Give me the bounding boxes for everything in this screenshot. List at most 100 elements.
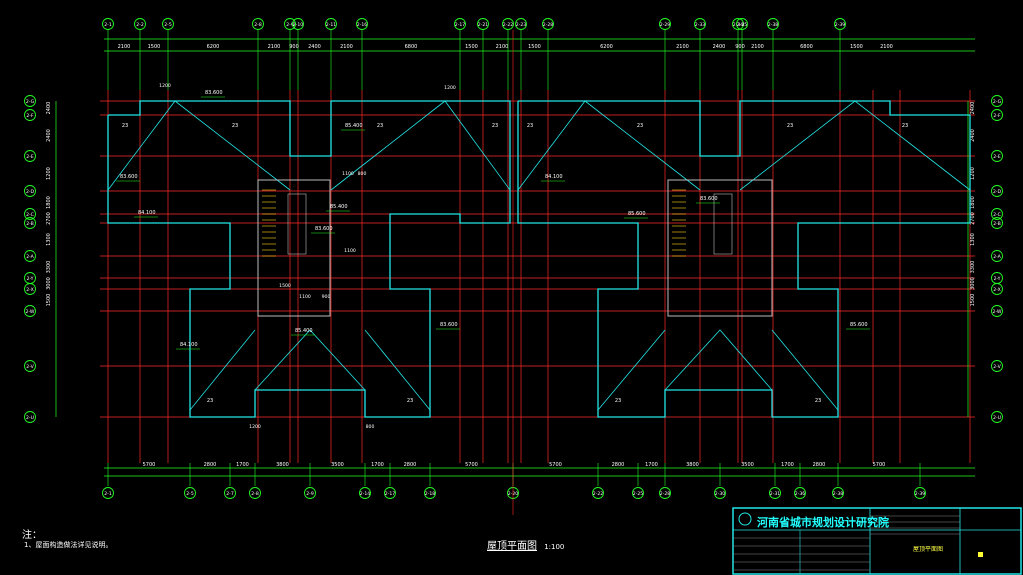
room-label: 23 [232,123,238,129]
top-dim-value: 2100 [268,44,281,50]
right-axis-1-bubble [991,109,1003,121]
top-axis-9-label: 2-21 [478,22,489,28]
bottom-axis-6-label: 2-17 [385,491,396,497]
bottom-dim-value: 1700 [781,462,794,468]
sheet-name: 屋顶平面图 [913,546,944,553]
bottom-axis-12-bubble [714,487,726,499]
left-unit-outline [107,100,511,418]
left-axis-4-bubble [24,208,36,220]
top-axis-11-bubble [515,18,527,30]
left-axis-9-bubble [24,305,36,317]
elevation-label: 85.400 [345,123,363,129]
top-dim-value: 2400 [713,44,726,50]
top-axis-10-label: 2-22 [503,22,514,28]
right-dim-value: 1300 [970,233,976,246]
right-axis-4-label: 2-C [993,212,1001,218]
top-axis-0-bubble [102,18,114,30]
elevation-label: 85.600 [850,322,868,328]
right-axis-9-bubble [991,305,1003,317]
right-dim-value: 2400 [970,129,976,142]
bottom-axis-5-label: 2-14 [360,491,371,497]
right-axis-6-label: 2-A [993,254,1001,260]
room-label: 23 [787,123,793,129]
bottom-axis-4-bubble [304,487,316,499]
right-dim-value: 1500 [970,294,976,307]
bottom-axis-1-label: 2-5 [186,491,194,497]
top-axis-5-label: 2-10 [293,22,304,28]
drawing-title: 屋顶平面图 1:100 [487,537,564,552]
left-axis-10-bubble [24,360,36,372]
bottom-axis-7-bubble [424,487,436,499]
right-axis-6-bubble [991,250,1003,262]
top-axis-3-bubble [252,18,264,30]
top-axis-7-bubble [356,18,368,30]
top-axis-13-bubble [659,18,671,30]
elevation-label: 83.600 [700,196,718,202]
top-dim-value: 1500 [528,44,541,50]
top-dim-value: 1500 [148,44,161,50]
top-dim-value: 6200 [207,44,220,50]
top-dim-value: 2400 [308,44,321,50]
left-axis-4-label: 2-C [26,212,34,218]
top-dim-value: 6200 [600,44,613,50]
room-label: 23 [407,398,413,404]
bottom-dim-value: 2800 [813,462,826,468]
top-axis-4-label: 2-9 [286,22,294,28]
bottom-axis-3-label: 2-8 [251,491,259,497]
room-label: 23 [377,123,383,129]
roof-hip-line [517,100,701,191]
bottom-axis-15-label: 2-38 [833,491,844,497]
bottom-dim-value: 3800 [686,462,699,468]
elevation-label: 84.100 [138,210,156,216]
elevation-label: 85.400 [330,204,348,210]
top-axis-12-bubble [542,18,554,30]
right-stair-core-shaft [713,193,733,255]
left-axis-5-bubble [24,217,36,229]
top-axis-6-label: 2-11 [326,22,337,28]
top-axis-6-bubble [325,18,337,30]
elevation-label: 85.400 [295,328,313,334]
bottom-dim-value: 5700 [549,462,562,468]
top-axis-8-label: 2-17 [455,22,466,28]
bottom-axis-13-bubble [769,487,781,499]
right-dim-value: 3000 [970,277,976,290]
bottom-axis-4-label: 2-9 [306,491,314,497]
left-dim-value: 2700 [46,212,52,225]
top-axis-12-label: 2-28 [543,22,554,28]
room-label: 23 [492,123,498,129]
bottom-dim-value: 5700 [873,462,886,468]
bottom-axis-14-label: 2-36 [795,491,806,497]
left-axis-2-label: 2-E [26,154,34,160]
bottom-axis-0-label: 2-1 [104,491,112,497]
bottom-axis-7-label: 2-18 [425,491,436,497]
dimension-note: 800 [358,171,367,177]
top-axis-0-label: 2-1 [104,22,112,28]
top-axis-8-bubble [454,18,466,30]
left-axis-6-label: 2-A [26,254,34,260]
dimension-note: 1200 [159,83,171,89]
roof-hip-line [664,329,773,391]
top-axis-3-label: 2-8 [254,22,262,28]
bottom-axis-11-bubble [659,487,671,499]
bottom-axis-14-bubble [794,487,806,499]
right-axis-3-label: 2-D [993,189,1002,195]
bottom-axis-9-label: 2-22 [593,491,604,497]
bottom-dim-value: 3500 [741,462,754,468]
left-axis-2-bubble [24,150,36,162]
bottom-axis-12-label: 2-30 [715,491,726,497]
top-dim-value: 900 [735,44,745,50]
top-axis-13-label: 2-29 [660,22,671,28]
room-label: 23 [207,398,213,404]
top-axis-14-label: 2-33 [695,22,706,28]
elevation-label: 83.600 [315,226,333,232]
right-axis-10-label: 2-V [993,364,1001,370]
top-dim-value: 900 [289,44,299,50]
top-axis-7-label: 2-16 [357,22,368,28]
right-stair-core [667,179,773,317]
bottom-dim-value: 5700 [143,462,156,468]
elevation-label: 84.100 [545,174,563,180]
left-stair-core-shaft [287,193,307,255]
institute-name: 河南省城市规划设计研究院 [757,516,889,529]
